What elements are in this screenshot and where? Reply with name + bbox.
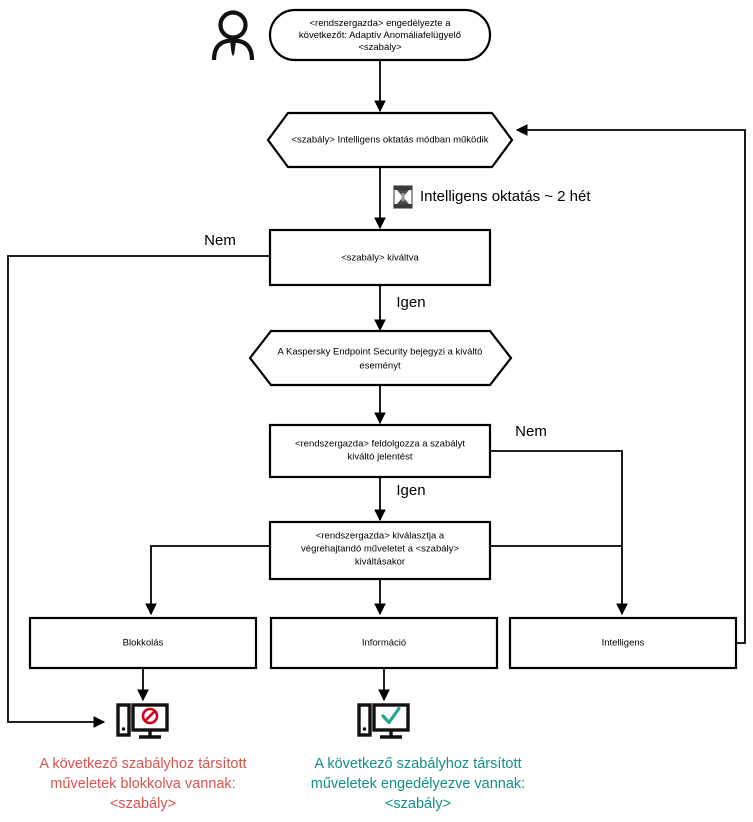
node-action-block-label: Blokkolás	[123, 638, 164, 649]
connector-processed-no	[490, 450, 628, 616]
node-start-line-2: következőt: Adaptív Anomáliafelügyelő	[299, 30, 461, 41]
caption-allowed-line-2: műveletek engedélyezve vannak:	[311, 776, 525, 792]
connector-triggered-no	[7, 255, 270, 728]
branch-label-processed-yes: Igen	[396, 482, 425, 499]
connector-smart-loopback	[515, 124, 746, 644]
caption-blocked-line-3: <szabály>	[110, 796, 176, 812]
node-rule-triggered	[268, 228, 492, 287]
node-admin-selects-line-3: kiváltásakor	[355, 557, 405, 568]
computer-allowed-icon	[357, 703, 410, 739]
node-kes-logs-line-1: A Kaspersky Endpoint Security bejegyzi a…	[278, 347, 483, 358]
caption-allowed-line-1: A következő szabályhoz társított	[314, 756, 521, 772]
branch-label-triggered-yes: Igen	[396, 294, 425, 311]
node-action-info	[269, 616, 499, 670]
node-smart-mode-label: <szabály> Intelligens oktatás módban műk…	[292, 135, 489, 146]
person-icon	[211, 10, 255, 61]
node-action-info-label: Információ	[362, 638, 406, 649]
branch-label-processed-no: Nem	[515, 423, 547, 440]
connector-selects-to-block	[145, 545, 270, 616]
training-duration-label: Intelligens oktatás ~ 2 hét	[420, 188, 591, 205]
caption-blocked-line-1: A következő szabályhoz társított	[39, 756, 246, 772]
node-admin-selects-line-1: <rendszergazda> kiválasztja a	[316, 531, 445, 542]
node-rule-triggered-label: <szabály> kiváltva	[341, 253, 419, 264]
node-admin-processes-line-1: <rendszergazda> feldolgozza a szabályt	[295, 439, 465, 450]
node-kes-logs	[248, 329, 513, 387]
computer-blocked-icon	[116, 703, 169, 739]
node-start-line-1: <rendszergazda> engedélyezte a	[309, 18, 451, 29]
hourglass-icon	[393, 185, 413, 209]
node-kes-logs-line-2: eseményt	[359, 361, 401, 372]
caption-blocked-line-2: műveletek blokkolva vannak:	[50, 776, 235, 792]
node-start-line-3: <szabály>	[358, 42, 402, 53]
node-admin-selects-line-2: végrehajtandó műveletet a <szabály>	[301, 544, 459, 555]
node-smart-mode	[266, 111, 514, 169]
node-admin-selects	[268, 520, 492, 581]
node-action-smart-label: Intelligens	[602, 638, 645, 649]
branch-label-triggered-no: Nem	[204, 232, 236, 249]
caption-allowed-line-3: <szabály>	[385, 796, 451, 812]
node-action-block	[28, 616, 258, 670]
node-action-smart	[508, 616, 738, 670]
node-admin-processes-line-2: kiváltó jelentést	[348, 452, 413, 463]
